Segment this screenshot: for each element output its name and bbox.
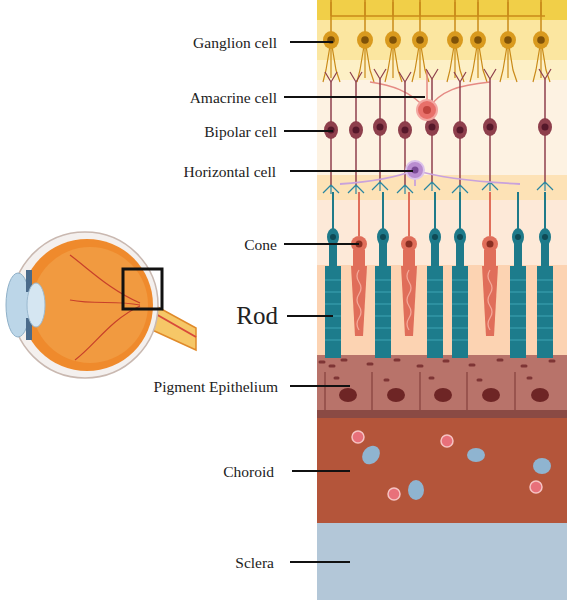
leader-line bbox=[290, 385, 350, 387]
bipolar-cells bbox=[323, 69, 553, 194]
pigment-epithelium-layer bbox=[317, 355, 567, 412]
rod-cell bbox=[375, 192, 391, 358]
eye-sclera bbox=[12, 232, 158, 378]
blue-vessel bbox=[408, 480, 424, 500]
pigment-cells bbox=[320, 360, 554, 410]
part-label: Bipolar cell bbox=[204, 122, 277, 141]
part-label: Choroid bbox=[223, 462, 274, 481]
rod-cell bbox=[452, 192, 468, 358]
zoom-box bbox=[123, 269, 162, 309]
bipolar-cell bbox=[348, 72, 364, 194]
leader-line bbox=[290, 561, 350, 563]
blue-vessel bbox=[358, 442, 383, 468]
sclera-layer bbox=[317, 523, 567, 600]
part-label: Horizontal cell bbox=[183, 162, 276, 181]
rod-cell bbox=[427, 192, 443, 358]
amacrine-cell bbox=[417, 100, 437, 120]
leader-line bbox=[287, 315, 333, 317]
part-label: Cone bbox=[244, 235, 277, 254]
pigment-nucleus bbox=[434, 388, 452, 402]
red-blood-cell bbox=[530, 481, 542, 493]
eye-interior bbox=[21, 239, 153, 371]
ganglion-cell bbox=[533, 0, 550, 82]
pigment-nucleus bbox=[531, 388, 549, 402]
ganglion-cell bbox=[447, 0, 464, 82]
leader-line bbox=[290, 41, 333, 43]
part-label: Pigment Epithelium bbox=[154, 377, 278, 396]
bipolar-cell bbox=[482, 69, 498, 191]
cone-cell bbox=[351, 192, 367, 336]
red-blood-cell bbox=[388, 488, 400, 500]
lens bbox=[27, 283, 45, 327]
axon-fibres bbox=[331, 2, 545, 16]
leader-line bbox=[284, 96, 425, 98]
leader-line bbox=[284, 243, 359, 245]
blue-vessel bbox=[467, 448, 485, 462]
leader-lines bbox=[284, 42, 425, 562]
pigment-nucleus bbox=[339, 388, 357, 402]
choroid-layer bbox=[317, 418, 567, 523]
part-label: Ganglion cell bbox=[193, 33, 277, 52]
vitreous bbox=[32, 247, 148, 363]
cell-borders bbox=[325, 372, 515, 410]
choroid-vessels bbox=[352, 431, 551, 500]
bipolar-cell bbox=[452, 72, 468, 194]
pigment-granules bbox=[320, 360, 554, 380]
rod-cell bbox=[510, 192, 526, 358]
pigment-nucleus bbox=[482, 388, 500, 402]
bipolar-cell bbox=[537, 69, 553, 191]
pigment-nucleus bbox=[387, 388, 405, 402]
retina-layers bbox=[317, 0, 567, 600]
part-label: Sclera bbox=[235, 553, 274, 572]
rod-cell bbox=[325, 192, 341, 358]
horizontal-dendrites bbox=[340, 170, 520, 186]
nerve-fiber-layer bbox=[317, 0, 567, 20]
ganglion-cell bbox=[357, 0, 374, 82]
cone-cell bbox=[482, 192, 498, 336]
rod-cell bbox=[537, 192, 553, 358]
bipolar-cell bbox=[372, 69, 388, 191]
ganglion-layer bbox=[317, 20, 567, 60]
outer-plexiform-layer bbox=[317, 175, 567, 200]
cone-cell bbox=[401, 192, 417, 336]
blue-vessel bbox=[533, 458, 551, 474]
leader-line bbox=[290, 170, 413, 172]
part-label: Rod bbox=[236, 301, 278, 331]
ganglion-cell bbox=[500, 0, 517, 82]
ganglion-cell bbox=[385, 0, 402, 82]
ganglion-cells bbox=[323, 0, 550, 82]
amacrine-nucleus bbox=[423, 106, 431, 114]
bruch-membrane bbox=[317, 410, 567, 418]
red-blood-cell bbox=[441, 435, 453, 447]
bipolar-cell bbox=[323, 72, 339, 194]
red-blood-cell bbox=[352, 431, 364, 443]
inner-plexiform-layer bbox=[317, 60, 567, 80]
leader-line bbox=[292, 470, 350, 472]
leader-line bbox=[284, 130, 333, 132]
part-label: Amacrine cell bbox=[190, 88, 277, 107]
photoreceptors bbox=[325, 192, 553, 358]
eye-overview bbox=[6, 232, 196, 378]
